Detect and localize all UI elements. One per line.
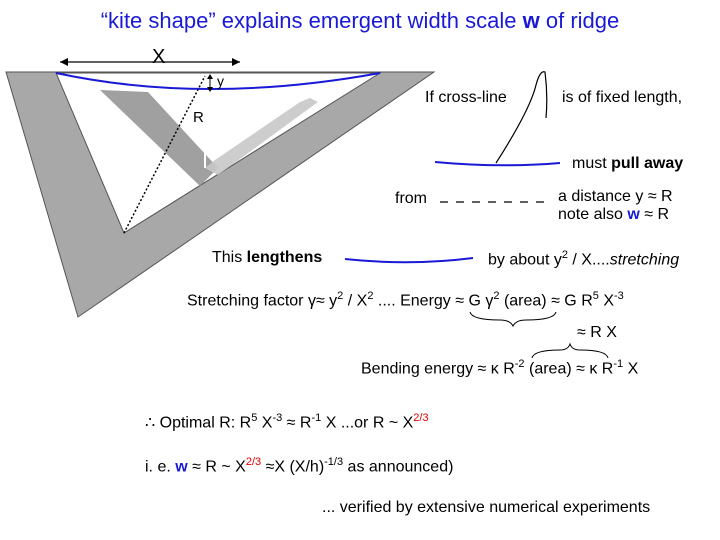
dotted-diagonal (123, 75, 206, 234)
stretching-factor-text: Stretching factor γ≈ y2 / X2 .... Energy… (187, 290, 624, 310)
note-text: note also w ≈ R (558, 206, 670, 223)
from-text: from (395, 190, 427, 207)
distance-text: a distance y ≈ R (558, 188, 673, 205)
cross-line-text-post: is of fixed length, (562, 89, 683, 106)
ridge-band (100, 90, 218, 186)
ridge-band-light (205, 98, 318, 175)
by-about-text: by about y2 / X....stretching (488, 249, 680, 269)
verified-text: ... verified by extensive numerical expe… (322, 499, 651, 516)
area-approx-text: ≈ R X (577, 324, 617, 341)
x-label: X (152, 46, 166, 68)
area-brace-bottom (531, 342, 609, 359)
cross-line-text-pre: If cross-line (425, 89, 507, 106)
area-brace-top (469, 311, 557, 328)
optimal-r-text: ∴ Optimal R: R5 X-3 ≈ R-1 X ...or R ~ X2… (145, 412, 429, 432)
lengthens-text: This lengthens (212, 249, 323, 266)
pull-away-line (434, 161, 561, 167)
page-title: “kite shape” explains emergent width sca… (100, 8, 620, 33)
must-pull-away-text: must pull away (572, 155, 684, 172)
cross-line-sketch (495, 71, 548, 164)
ie-text: i. e. w ≈ R ~ X2/3 ≈X (X/h)-1/3 as annou… (145, 456, 454, 476)
r-label: R (193, 109, 204, 126)
y-label: y (217, 73, 224, 89)
bending-energy-text: Bending energy ≈ κ R-2 (area) ≈ κ R-1 X (361, 358, 639, 378)
lengthens-line (344, 257, 474, 264)
